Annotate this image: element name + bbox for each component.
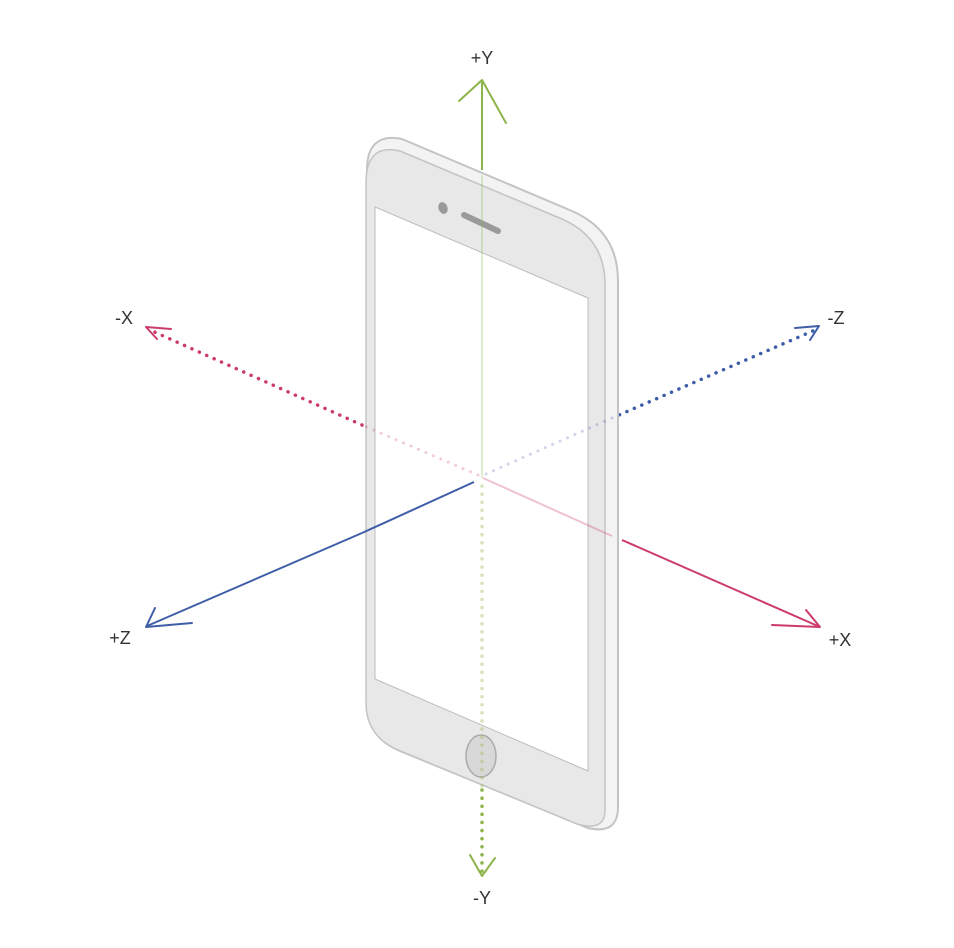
arrowheads (145, 79, 821, 877)
pos-z-axis-line-outer (146, 532, 363, 627)
neg-x-label: -X (115, 308, 133, 328)
pos-z-arrowhead (145, 607, 193, 628)
pos-y-label: +Y (471, 48, 494, 68)
pos-x-inner-line (482, 477, 613, 537)
neg-z-axis-line (610, 328, 817, 420)
smartphone-icon (365, 137, 619, 831)
axis-labels: +Y -Y -X +X -Z +Z (109, 48, 851, 908)
axes-through-screen (360, 175, 614, 792)
neg-x-arrowhead (145, 326, 172, 340)
device-screen (374, 206, 589, 772)
neg-y-arrowhead (469, 854, 496, 877)
pos-y-arrowhead (458, 79, 507, 124)
neg-z-arrowhead (794, 325, 820, 341)
neg-z-inner-line (484, 416, 614, 476)
pos-x-arrowhead (771, 609, 821, 628)
pos-x-label: +X (829, 630, 852, 650)
home-button-icon (465, 734, 497, 778)
neg-y-label: -Y (473, 888, 491, 908)
pos-z-axis-line-inner (361, 481, 475, 534)
neg-z-label: -Z (828, 308, 845, 328)
neg-x-axis-line (148, 328, 364, 427)
axes-back (146, 328, 821, 874)
pos-x-axis-line (621, 539, 821, 628)
pos-z-label: +Z (109, 628, 131, 648)
neg-x-inner-line (360, 423, 480, 477)
front-camera-icon (438, 202, 448, 214)
earpiece-speaker-icon (461, 212, 501, 234)
